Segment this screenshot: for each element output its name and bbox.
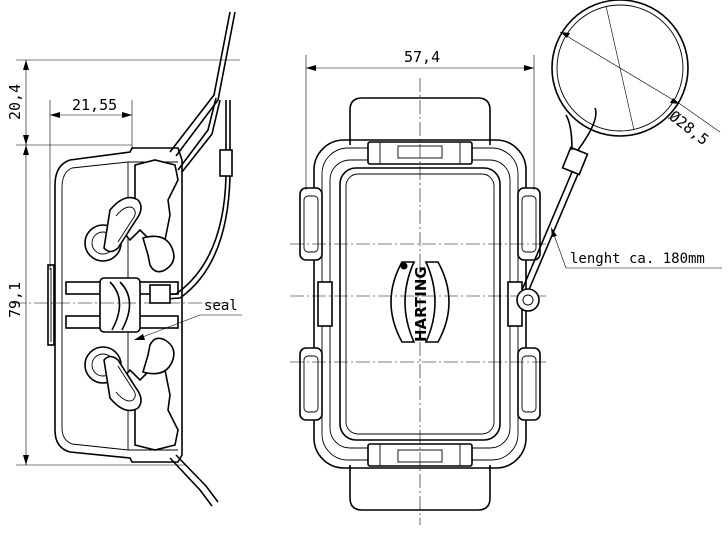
dim-total-height: 79,1	[6, 282, 24, 318]
seal-label: seal	[204, 298, 238, 314]
lower-latch	[103, 355, 142, 412]
front-left-lock-lower	[299, 347, 323, 421]
upper-latch	[103, 196, 142, 253]
front-right-lock-lower	[517, 347, 541, 421]
length-label: lenght ca. 180mm	[570, 251, 705, 267]
cap-ring	[551, 0, 689, 137]
side-wire-ferrule-2	[149, 284, 171, 304]
length-leader	[552, 231, 567, 269]
dim-cover-depth: 21,55	[72, 96, 117, 114]
dim-ring-diameter: Ø28,5	[666, 107, 713, 149]
dim-width: 57,4	[404, 48, 440, 66]
front-top-cap	[349, 97, 491, 145]
front-right-lock-upper	[517, 187, 541, 261]
brand-text: HARTING	[412, 266, 430, 342]
front-wire-ferrule	[561, 146, 589, 176]
front-left-hinge	[317, 281, 333, 327]
side-view	[12, 11, 236, 507]
side-dimensions: 20,4 79,1 21,55 seal	[6, 59, 242, 466]
seal-leader	[139, 314, 201, 339]
logo-dot	[400, 262, 408, 270]
front-wire-eyelet	[516, 288, 540, 312]
front-dimensions: 57,4 lenght ca. 180mm	[305, 48, 722, 269]
dim-top-height: 20,4	[6, 84, 24, 120]
side-housing-inner	[61, 161, 129, 451]
upper-hook	[142, 235, 175, 273]
front-left-lock-upper	[299, 187, 323, 261]
side-housing-outline	[54, 147, 183, 463]
side-cap-wire	[169, 11, 236, 157]
lower-hook	[142, 337, 175, 375]
side-wire-ferrule	[219, 149, 233, 177]
harting-logo: HARTING	[390, 261, 450, 343]
